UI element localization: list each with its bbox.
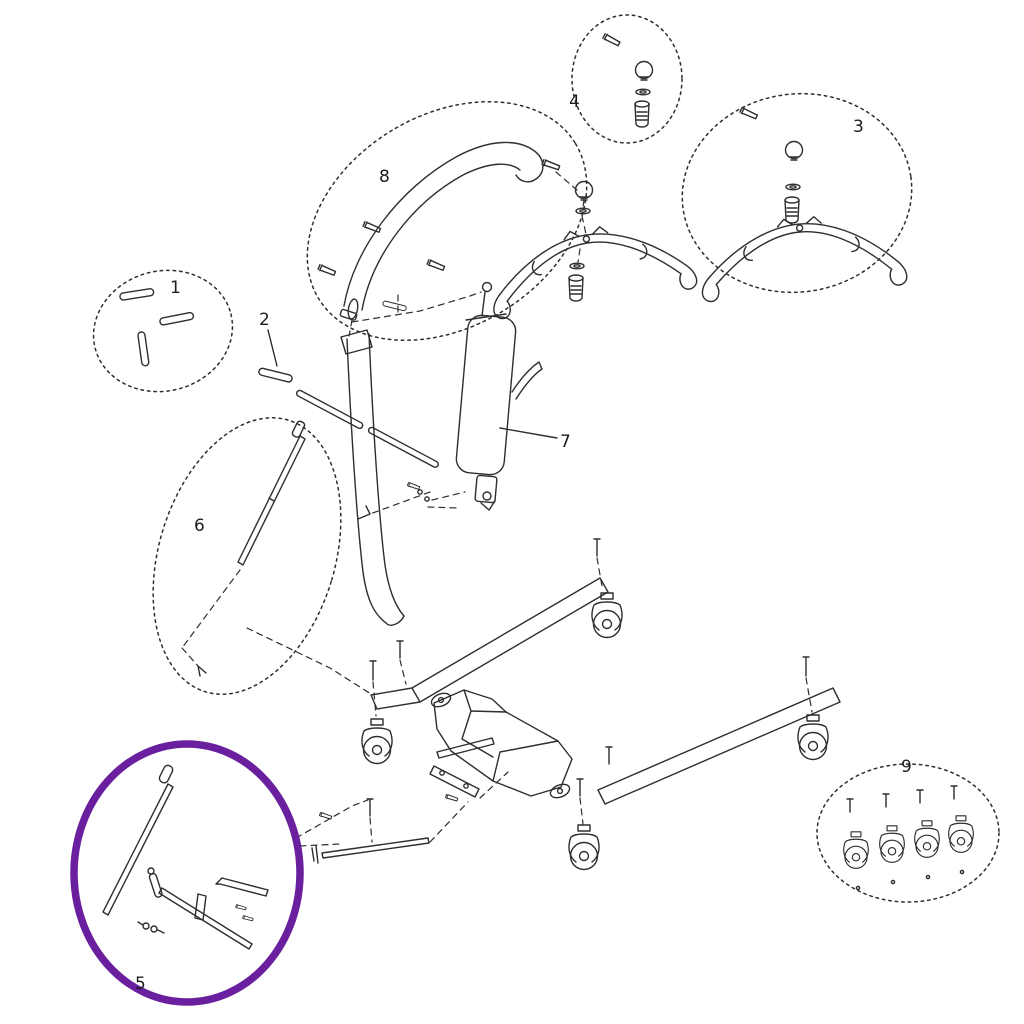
boom-screw xyxy=(426,258,446,272)
washer xyxy=(635,88,651,96)
boom-screw xyxy=(362,220,382,234)
small-pin xyxy=(739,106,759,121)
swivel-bar-assembled xyxy=(482,180,699,321)
part-group-4-bolt-kit: 4 xyxy=(569,14,683,144)
linkage-rods xyxy=(295,389,439,468)
caster xyxy=(914,820,940,858)
caster xyxy=(591,592,623,639)
caster xyxy=(879,825,905,863)
leg-front-left xyxy=(361,660,421,765)
leader-line-7 xyxy=(499,427,558,439)
part-group-8-boom: 8 xyxy=(306,100,588,342)
group-6-boundary xyxy=(152,417,342,695)
leader-line-2 xyxy=(267,329,278,367)
part-group-2-pin: 2 xyxy=(257,310,294,384)
ball-knob xyxy=(634,60,654,81)
part-group-1-pins: 1 xyxy=(92,269,234,393)
part-label-7: 7 xyxy=(560,432,571,452)
part-label-1: 1 xyxy=(170,278,181,298)
group-4-boundary xyxy=(571,14,683,144)
swivel-bar-pin xyxy=(541,158,578,191)
small-pin xyxy=(444,793,459,803)
mast xyxy=(340,319,431,626)
pin-rod xyxy=(136,330,150,367)
part-group-3-swivel-bar: 3 xyxy=(681,92,913,303)
pin-rod xyxy=(158,311,195,327)
highlight-ellipse xyxy=(70,740,304,1006)
ball-knob xyxy=(574,180,594,201)
part-label-2: 2 xyxy=(259,310,270,330)
part-label-7-group: 7 xyxy=(499,427,571,452)
caster xyxy=(843,831,869,869)
boom-small-rod xyxy=(381,300,408,312)
part-label-4: 4 xyxy=(569,92,580,112)
bolt xyxy=(634,100,650,128)
part-label-9: 9 xyxy=(901,757,912,777)
bolt xyxy=(568,274,584,302)
part-label-5: 5 xyxy=(135,974,146,994)
small-pin xyxy=(235,903,247,911)
leg-upper-right xyxy=(411,538,623,703)
caster-bottom-center xyxy=(568,778,600,871)
part-group-6-rod: 6 xyxy=(152,417,342,695)
caster xyxy=(797,714,829,761)
pump-lever xyxy=(511,361,543,400)
washer xyxy=(569,262,585,270)
leg-lower-right xyxy=(597,656,841,805)
washer xyxy=(785,183,801,191)
group-1-boundary xyxy=(92,269,234,393)
ball-knob xyxy=(784,140,804,161)
small-pin xyxy=(601,32,622,48)
base-housing xyxy=(430,689,573,799)
small-pin xyxy=(406,481,421,491)
caster xyxy=(568,824,600,871)
caster xyxy=(948,815,974,853)
part-group-9-casters: 9 xyxy=(816,757,1000,903)
small-pin xyxy=(242,914,254,922)
part-group-5-handle-kit: 5 xyxy=(70,740,304,1006)
hydraulic-cylinder xyxy=(406,281,543,511)
pin-rod xyxy=(118,287,155,302)
group-9-boundary xyxy=(816,763,1000,903)
swivel-bar xyxy=(695,208,909,303)
boom-plate xyxy=(339,308,358,321)
swivel-bar xyxy=(482,212,699,321)
bolt xyxy=(784,196,800,224)
brake-pedal-parts xyxy=(295,737,509,864)
caster xyxy=(361,718,393,765)
base-assembly xyxy=(246,538,841,871)
group-3-boundary xyxy=(681,92,913,294)
part-label-6: 6 xyxy=(194,516,205,536)
boom-screw xyxy=(317,263,337,277)
pivot-pin-rod xyxy=(257,366,294,384)
part-label-3: 3 xyxy=(853,117,864,137)
group-8-boundary xyxy=(306,100,588,342)
part-label-8: 8 xyxy=(379,167,390,187)
